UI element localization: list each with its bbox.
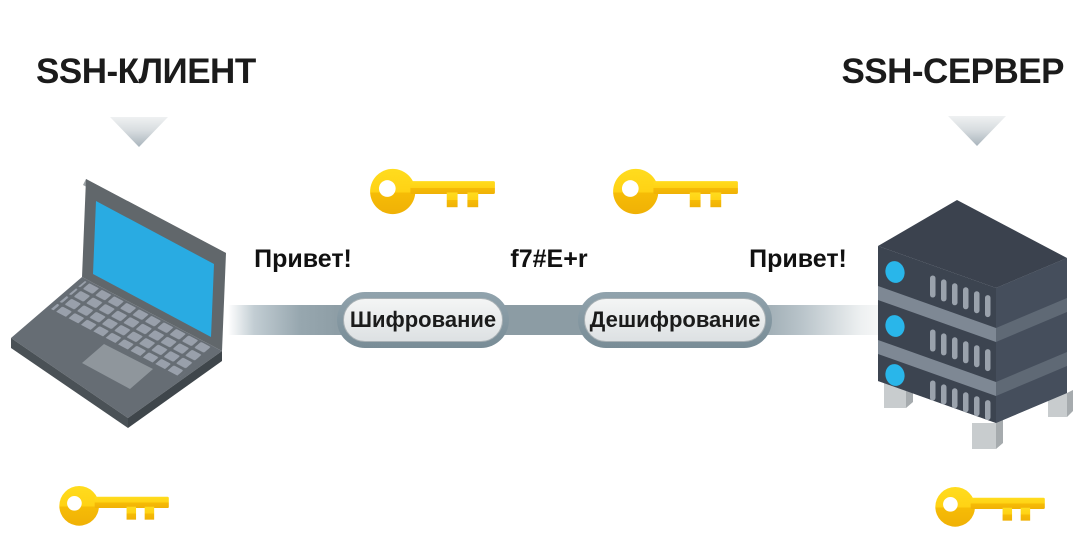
decryption-pill-label: Дешифрование <box>584 298 766 342</box>
server-led-lights <box>885 261 905 386</box>
plaintext-message-client: Привет! <box>254 245 352 273</box>
triangle-down-icon <box>948 116 1006 146</box>
triangle-down-icon <box>110 117 168 147</box>
server-icon <box>878 200 1073 449</box>
plaintext-message-server: Привет! <box>749 245 847 273</box>
ciphertext-message: f7#E+r <box>510 245 588 273</box>
key-icon <box>612 162 740 219</box>
server-vent-slots <box>930 275 991 421</box>
encryption-pill-label: Шифрование <box>343 298 503 342</box>
ssh-client-title: SSH-КЛИЕНТ <box>36 52 256 91</box>
transport-pipe <box>228 305 880 335</box>
decryption-pill: Дешифрование <box>578 292 772 348</box>
key-icon <box>369 162 497 219</box>
ssh-server-title: SSH-СЕРВЕР <box>841 52 1064 91</box>
key-icon <box>58 480 171 530</box>
key-icon <box>934 481 1047 531</box>
laptop-icon <box>11 179 226 428</box>
encryption-pill: Шифрование <box>337 292 509 348</box>
